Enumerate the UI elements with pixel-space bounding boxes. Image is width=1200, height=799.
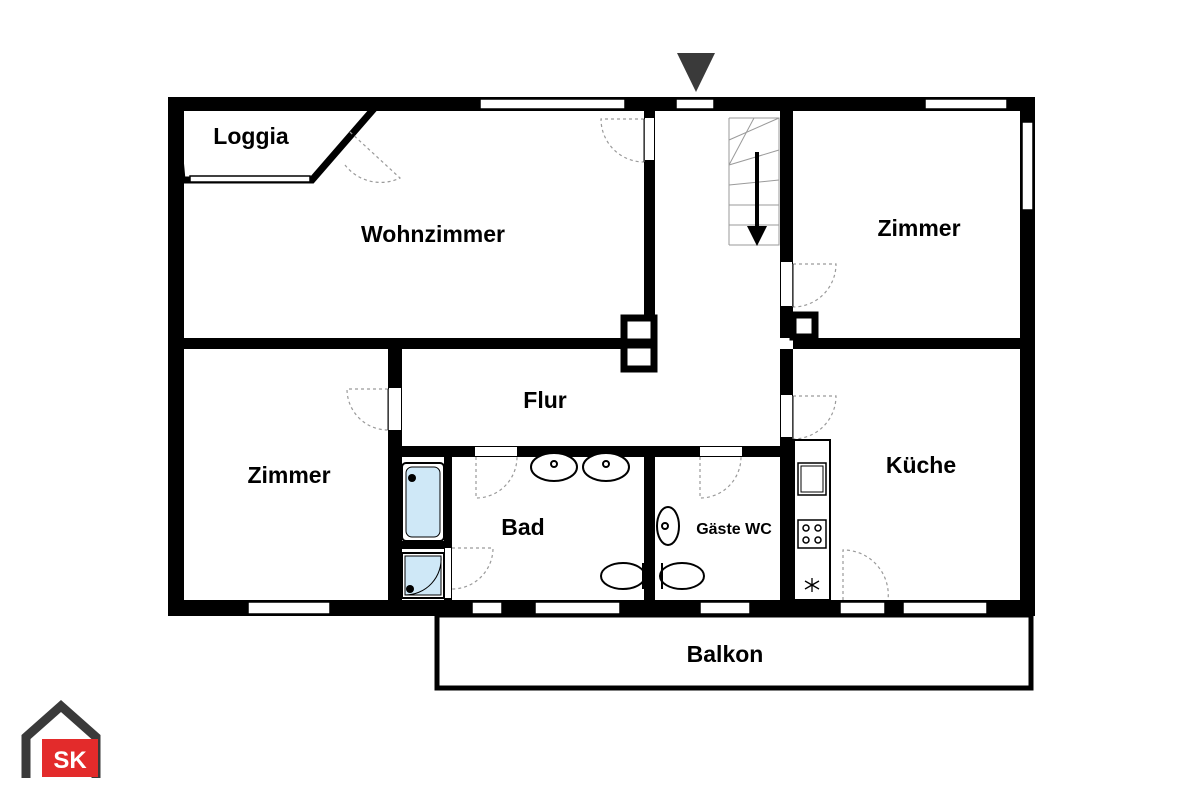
interior-walls	[184, 111, 1020, 601]
entrance-arrow-icon	[677, 53, 715, 92]
room-label-loggia: Loggia	[213, 123, 289, 149]
room-label-wohnzimmer: Wohnzimmer	[361, 221, 505, 247]
toilet-icon	[600, 562, 705, 590]
fridge-icon	[804, 578, 820, 592]
room-label-bad: Bad	[501, 514, 544, 540]
exterior-walls	[168, 97, 1035, 616]
room-label-zimmer-ne: Zimmer	[877, 215, 960, 241]
guest-wc-washbasin-icon	[656, 506, 680, 546]
door-swings	[344, 118, 889, 601]
sink-icon	[797, 462, 827, 496]
door-leaves	[387, 119, 794, 439]
room-label-flur: Flur	[523, 387, 566, 413]
room-label-gaeste-wc: Gäste WC	[696, 521, 772, 538]
chimney-blocks	[620, 311, 819, 373]
stair-direction-arrow-icon	[747, 152, 767, 246]
logo-badge	[42, 739, 98, 777]
logo-text: SK	[53, 747, 87, 774]
balcony-outline	[434, 612, 1034, 691]
kitchen-counter	[793, 439, 831, 601]
staircase	[728, 117, 780, 246]
room-label-zimmer-sw: Zimmer	[247, 462, 330, 488]
house-logo-icon: SK	[21, 699, 101, 778]
loggia-wall	[171, 100, 386, 184]
shower-icon	[401, 552, 445, 599]
room-label-balkon: Balkon	[687, 641, 764, 667]
bathtub-icon	[401, 462, 445, 542]
washbasin-icon	[530, 452, 630, 482]
stove-icon	[797, 519, 827, 549]
door-openings	[341, 118, 792, 598]
room-label-kueche: Küche	[886, 452, 956, 478]
windows	[189, 98, 1034, 615]
